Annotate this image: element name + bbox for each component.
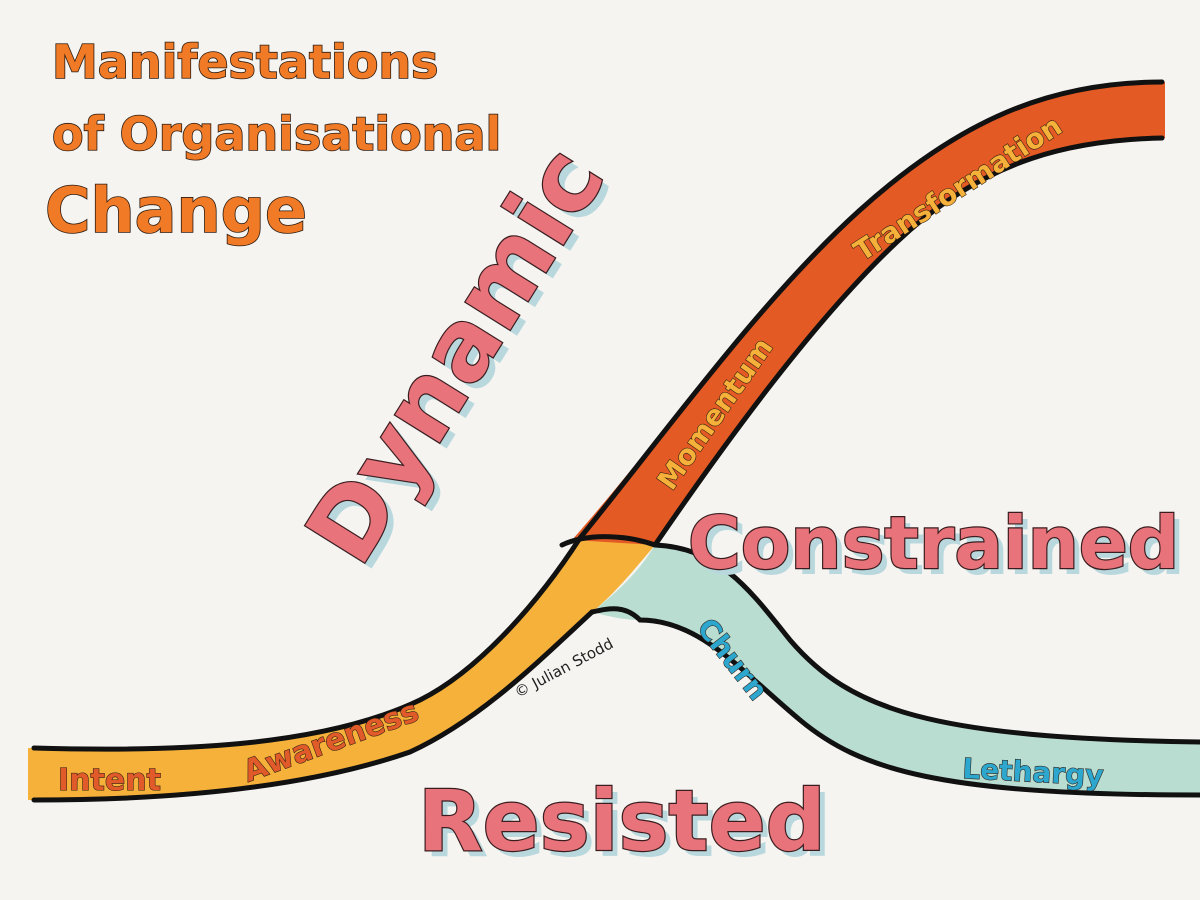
outline-top: [31, 79, 1165, 752]
outline-junction-top: [559, 534, 1200, 745]
title-block: Manifestations of Organisational Change: [44, 34, 502, 248]
outcome-dynamic: Dynamic: [285, 128, 627, 582]
stage-transformation: Transformation: [848, 109, 1068, 268]
outline-bottom: [31, 609, 595, 803]
stage-intent: Intent: [58, 763, 161, 798]
stage-momentum: Momentum: [651, 332, 780, 496]
outcome-constrained: Constrained: [688, 501, 1179, 585]
constrained-shadow: Constrained: [694, 507, 1185, 591]
band-teal: [592, 545, 1200, 795]
outcome-resisted: Resisted: [418, 772, 826, 870]
title-line-1: Manifestations: [52, 35, 438, 89]
outline-lower-right: [589, 606, 1200, 798]
band-outlines: [31, 79, 1200, 803]
title-line-3: Change: [45, 174, 307, 247]
title-line-2: of Organisational: [52, 107, 501, 161]
outline-upper-right: [652, 135, 1165, 548]
resisted-shadow: Resisted: [424, 778, 832, 876]
stage-lethargy: Lethargy: [962, 752, 1105, 792]
band-orange: [572, 82, 1165, 545]
